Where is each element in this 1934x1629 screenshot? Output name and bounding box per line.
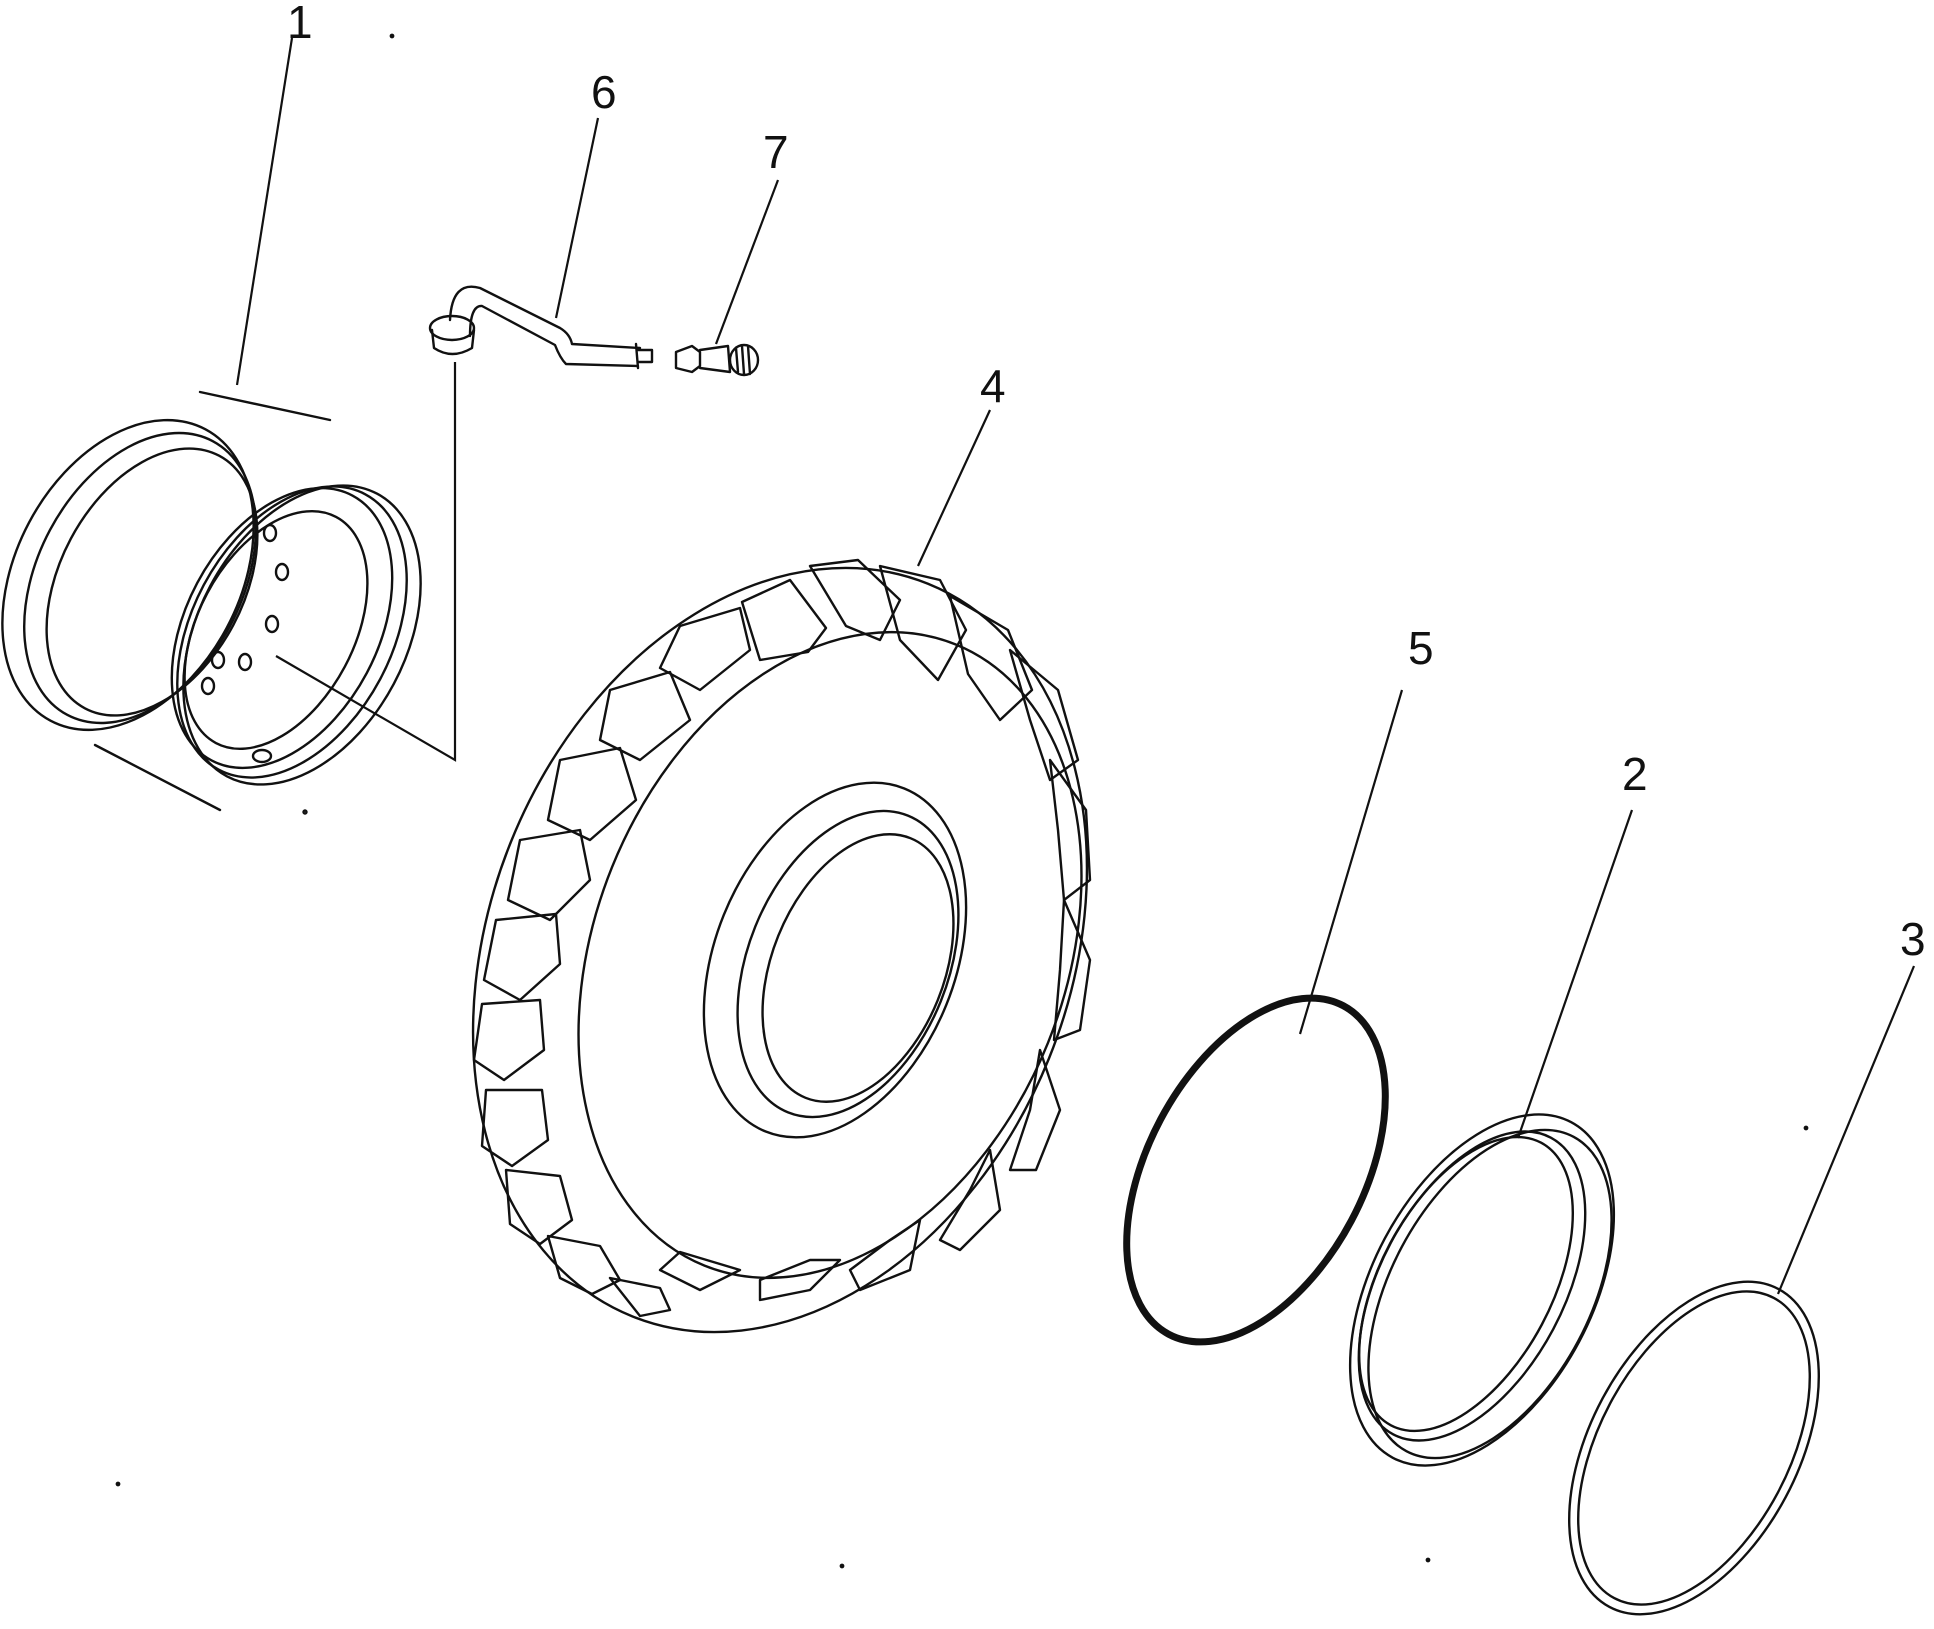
leader-3: [1776, 965, 1916, 1295]
part-2-bead-seat-ring: [1348, 1113, 1616, 1467]
part-4-tire: [471, 558, 1092, 1334]
part-7-valve-core: [674, 343, 760, 377]
leader-2: [1516, 809, 1634, 1139]
callout-4: 4: [980, 360, 1006, 412]
callout-2: 2: [1622, 748, 1648, 800]
leader-7: [714, 179, 780, 345]
part-3-lock-ring: [1568, 1280, 1820, 1616]
leader-1: [235, 37, 294, 386]
part-5-o-ring: [1123, 994, 1389, 1346]
part-6-valve-tube: [428, 285, 654, 370]
leader-5: [1298, 689, 1404, 1035]
leader-lines: [235, 37, 1916, 1295]
part-1-wheel-rim: [1, 390, 422, 815]
leader-valve-connector: [275, 362, 457, 762]
scan-specks: [115, 33, 1809, 1569]
leader-6: [554, 117, 600, 319]
callout-7: 7: [763, 126, 789, 178]
callouts: 1 2 3 4 5 6 7: [287, 0, 1926, 965]
leader-4: [917, 409, 991, 567]
callout-3: 3: [1900, 913, 1926, 965]
callout-5: 5: [1408, 622, 1434, 674]
callout-6: 6: [591, 66, 617, 118]
callout-1: 1: [287, 0, 313, 48]
